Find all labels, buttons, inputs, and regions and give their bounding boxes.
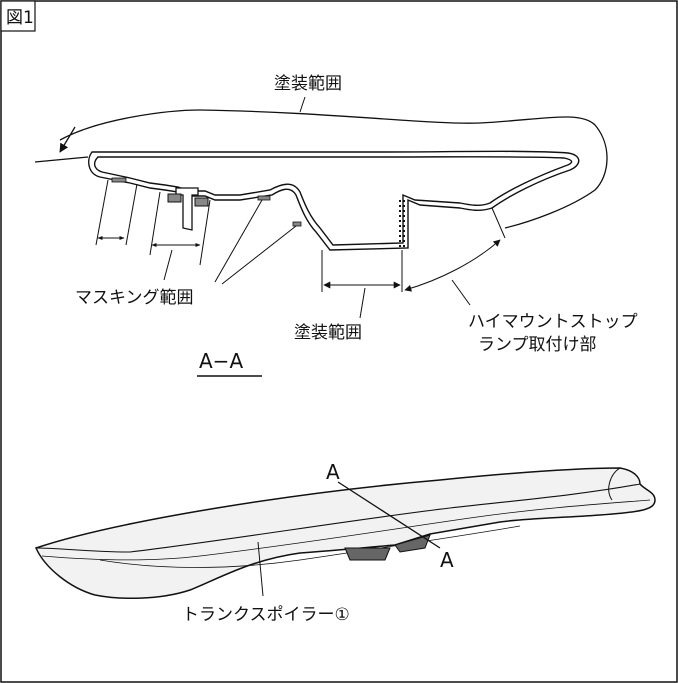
part-leader-line [257,541,264,597]
mounting-clip [111,177,302,231]
paint-area-envelope [59,109,608,229]
paint-area-bottom-dimension [321,250,403,319]
masking-area-label: マスキング範囲 [75,288,194,308]
envelope-arrow-left [59,126,76,153]
part-name-label: トランクスポイラー① [182,605,350,625]
spoiler-cross-section [88,150,580,251]
trunk-spoiler-illustration [34,467,656,600]
paint-area-label-bottom: 塗装範囲 [294,322,362,343]
masking-dimensions [95,179,297,285]
envelope-leader-left [34,156,89,163]
stop-lamp-label-line1: ハイマウントストップ [468,312,638,332]
figure-label: 図1 [6,8,34,28]
section-cut-line [337,481,441,549]
section-mark-lower: A [440,548,454,572]
section-mark-upper: A [326,460,340,484]
section-title: A−A [199,349,243,373]
paint-area-label-top: 塗装範囲 [274,73,342,94]
stop-lamp-label-line2: ランプ取付け部 [478,335,597,355]
figure-label-box [0,0,36,32]
lamp-mount-dimension [299,96,506,306]
